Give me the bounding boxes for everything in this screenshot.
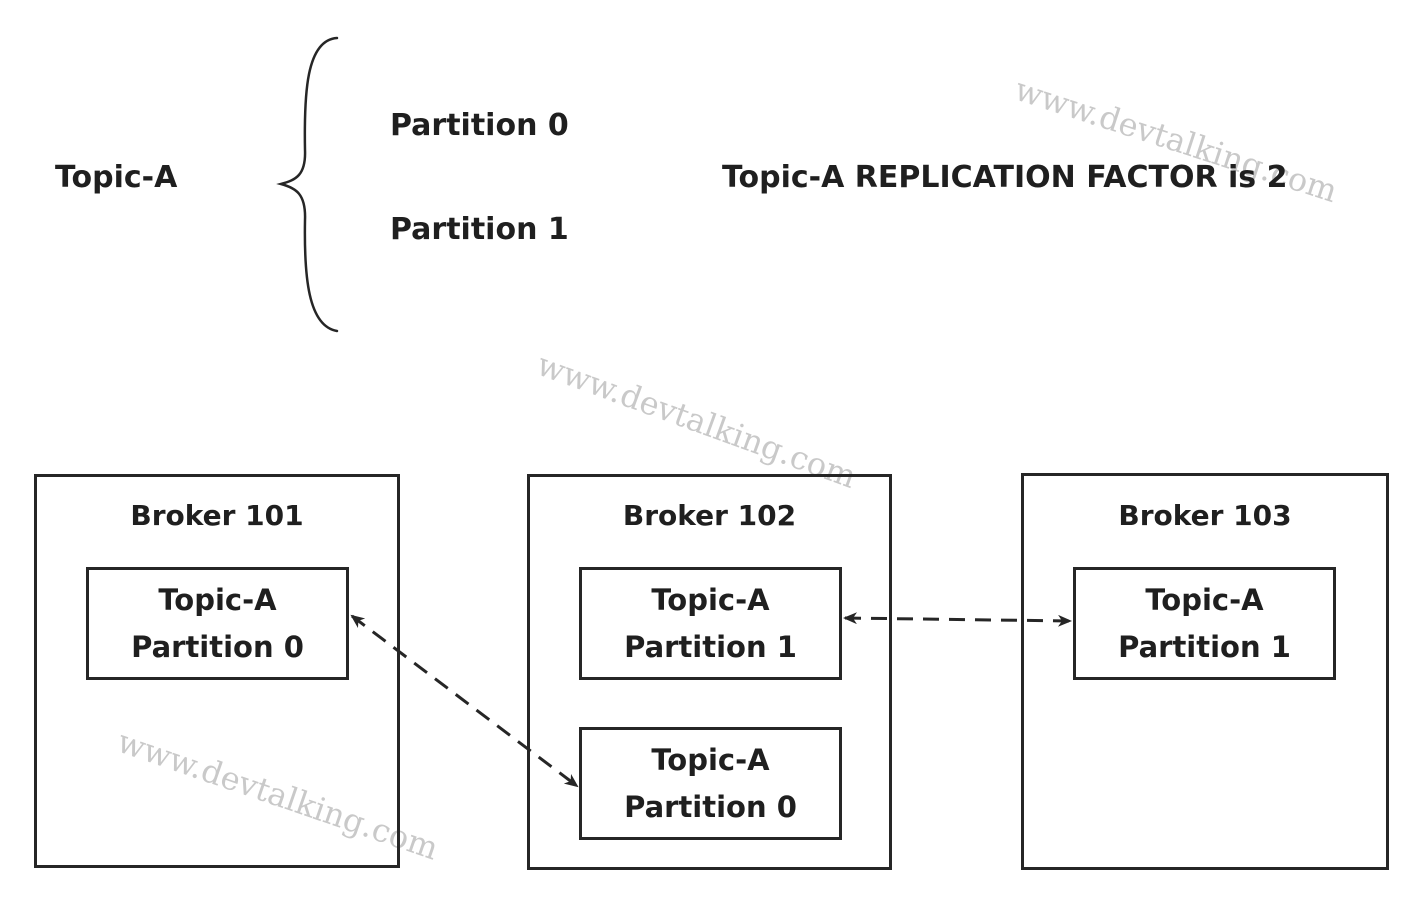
broker-103-partition-id: Partition 1 bbox=[1118, 629, 1291, 664]
broker-102-partition-0-box bbox=[579, 727, 842, 840]
broker-101-partition-box bbox=[86, 567, 349, 680]
broker-102-partition-0-label: Topic-A Partition 0 bbox=[579, 737, 842, 831]
replication-factor-note: Topic-A REPLICATION FACTOR is 2 bbox=[722, 160, 1288, 195]
broker-102-partition-0-topic: Topic-A bbox=[651, 743, 770, 777]
broker-101-partition-topic: Topic-A bbox=[158, 583, 277, 617]
broker-103-partition-label: Topic-A Partition 1 bbox=[1073, 577, 1336, 671]
broker-101-partition-label: Topic-A Partition 0 bbox=[86, 577, 349, 671]
topic-partition-1-label: Partition 1 bbox=[390, 212, 569, 247]
broker-102-partition-0-id: Partition 0 bbox=[624, 789, 797, 824]
broker-101-partition-id: Partition 0 bbox=[131, 629, 304, 664]
broker-101-title: Broker 101 bbox=[130, 499, 304, 532]
broker-102-partition-1-topic: Topic-A bbox=[651, 583, 770, 617]
topic-name-label: Topic-A bbox=[55, 160, 178, 195]
topic-partition-0-label: Partition 0 bbox=[390, 108, 569, 143]
broker-102-partition-1-id: Partition 1 bbox=[624, 629, 797, 664]
broker-103-partition-box bbox=[1073, 567, 1336, 680]
replication-arrow-partition-0 bbox=[350, 614, 579, 788]
broker-102-partition-1-label: Topic-A Partition 1 bbox=[579, 577, 842, 671]
broker-103-box bbox=[1021, 473, 1389, 870]
broker-103-partition-topic: Topic-A bbox=[1145, 583, 1264, 617]
broker-102-partition-1-box bbox=[579, 567, 842, 680]
broker-102-title: Broker 102 bbox=[622, 499, 797, 532]
broker-103-title: Broker 103 bbox=[1118, 499, 1292, 532]
replication-arrow-partition-1 bbox=[843, 612, 1072, 627]
